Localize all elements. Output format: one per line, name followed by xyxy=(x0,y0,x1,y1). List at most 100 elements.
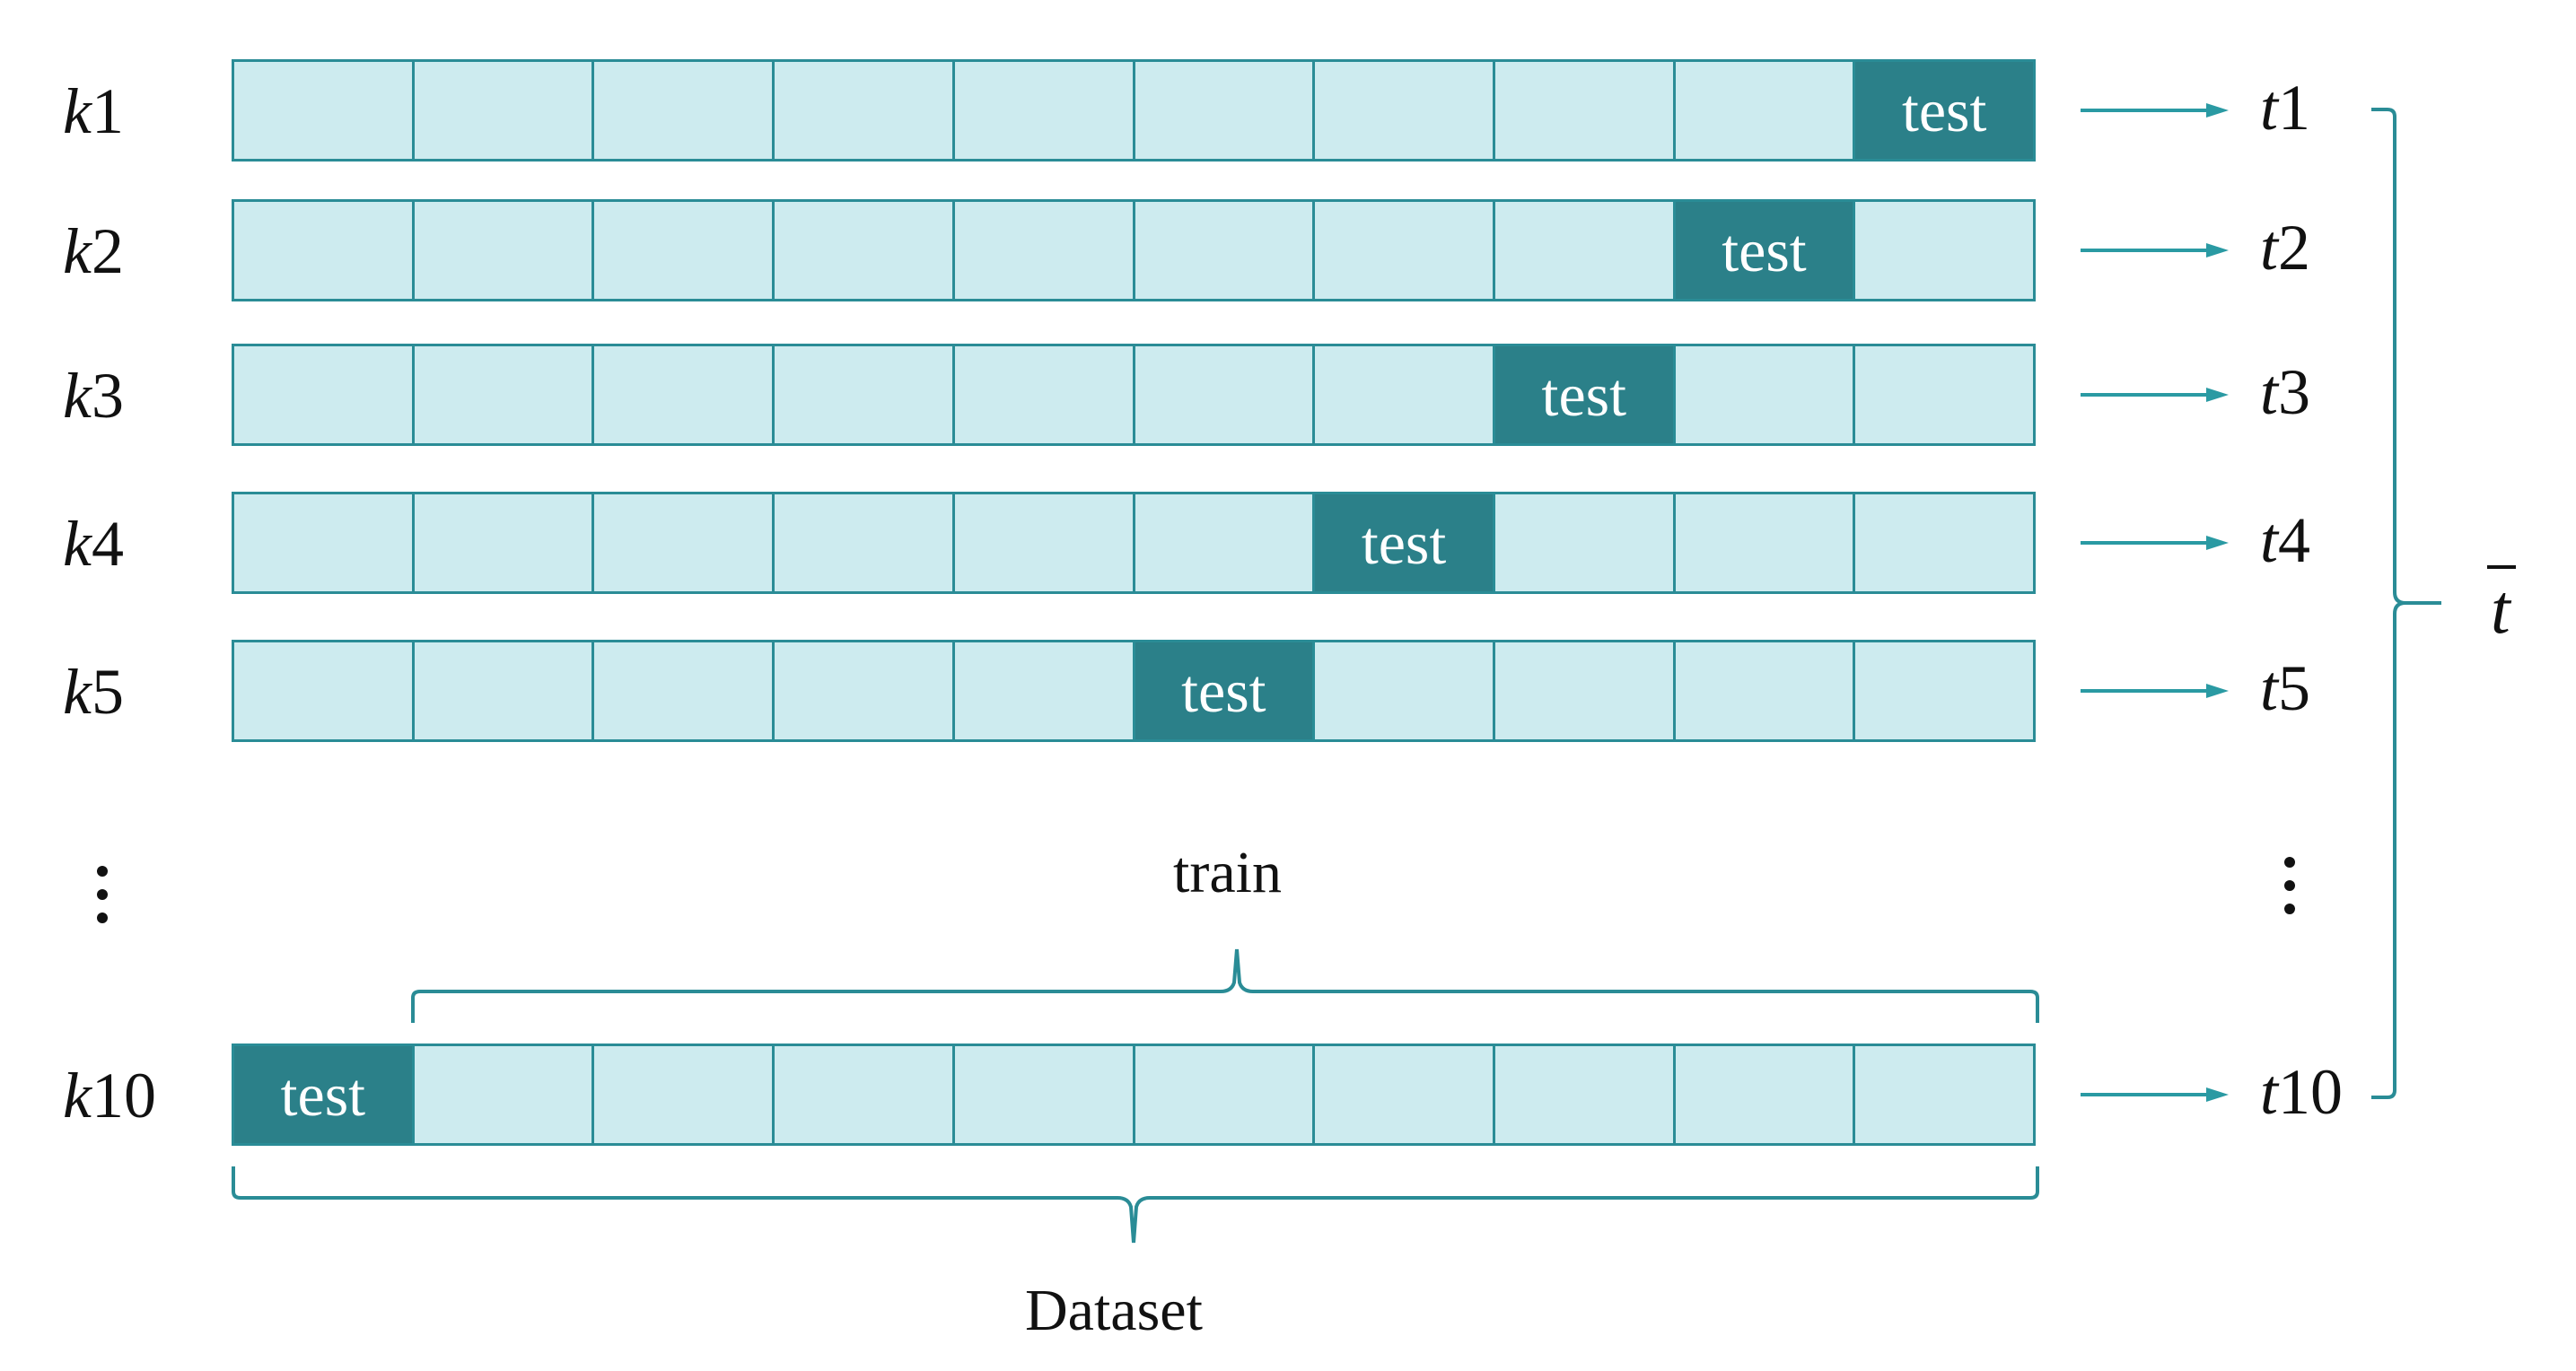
results-bracket xyxy=(2371,108,2441,1099)
arrow-icon xyxy=(2081,103,2229,118)
result-label-num: 1 xyxy=(2278,72,2311,144)
train-segment xyxy=(1855,642,2034,739)
average-t-bar: t xyxy=(2487,565,2516,648)
result-label: t4 xyxy=(2260,508,2310,572)
test-segment: test xyxy=(1675,202,1856,299)
train-segment xyxy=(775,642,955,739)
fold-row: test xyxy=(232,640,2036,742)
train-segment xyxy=(1315,202,1495,299)
train-segment xyxy=(1855,1046,2034,1143)
train-segment xyxy=(594,494,775,591)
fold-row: test xyxy=(232,492,2036,594)
train-brace xyxy=(411,948,2039,1023)
train-segment xyxy=(775,346,955,443)
train-segment xyxy=(954,62,1135,159)
train-segment xyxy=(1494,202,1676,299)
result-label: t10 xyxy=(2260,1060,2343,1124)
train-segment xyxy=(1494,642,1676,739)
train-segment xyxy=(1675,62,1856,159)
right-ellipsis xyxy=(2284,857,2302,927)
fold-label-var: k xyxy=(63,360,92,432)
train-segment xyxy=(234,62,415,159)
fold-label-var: k xyxy=(63,1060,92,1131)
train-segment xyxy=(1315,62,1495,159)
train-segment xyxy=(1494,62,1676,159)
train-segment xyxy=(414,494,595,591)
arrow-icon xyxy=(2081,1087,2229,1102)
train-segment xyxy=(1315,346,1495,443)
train-segment xyxy=(954,1046,1135,1143)
fold-row: test xyxy=(232,344,2036,446)
train-segment xyxy=(1675,642,1856,739)
train-segment xyxy=(234,642,415,739)
result-label: t2 xyxy=(2260,215,2310,280)
left-ellipsis xyxy=(97,866,115,936)
test-segment: test xyxy=(1494,346,1676,443)
train-segment xyxy=(594,1046,775,1143)
train-segment xyxy=(1135,1046,1316,1143)
train-segment xyxy=(1315,1046,1495,1143)
train-segment xyxy=(594,642,775,739)
train-segment xyxy=(1315,642,1495,739)
fold-label-num: 10 xyxy=(91,1060,156,1131)
fold-label: k2 xyxy=(63,219,124,284)
train-segment xyxy=(954,494,1135,591)
train-segment xyxy=(1494,494,1676,591)
train-segment xyxy=(414,346,595,443)
fold-label-num: 5 xyxy=(91,656,124,728)
train-segment xyxy=(234,202,415,299)
fold-label-var: k xyxy=(63,508,92,580)
train-segment xyxy=(1135,346,1316,443)
train-segment xyxy=(234,494,415,591)
result-label-var: t xyxy=(2260,1056,2279,1128)
train-segment xyxy=(1494,1046,1676,1143)
result-label: t3 xyxy=(2260,360,2310,424)
arrow-icon xyxy=(2081,684,2229,698)
train-segment xyxy=(594,202,775,299)
fold-label-num: 1 xyxy=(91,75,124,147)
train-segment xyxy=(1675,1046,1856,1143)
train-segment xyxy=(414,642,595,739)
fold-label: k3 xyxy=(63,363,124,428)
result-label-var: t xyxy=(2260,652,2279,724)
test-segment: test xyxy=(1855,62,2034,159)
fold-label-var: k xyxy=(63,75,92,147)
result-label-var: t xyxy=(2260,504,2279,576)
test-segment: test xyxy=(1315,494,1495,591)
result-label: t5 xyxy=(2260,656,2310,720)
arrow-icon xyxy=(2081,388,2229,402)
fold-label: k5 xyxy=(63,659,124,724)
test-segment: test xyxy=(234,1046,415,1143)
test-segment: test xyxy=(1135,642,1316,739)
arrow-icon xyxy=(2081,243,2229,258)
result-label-num: 2 xyxy=(2278,212,2311,284)
train-segment xyxy=(1135,202,1316,299)
fold-label: k1 xyxy=(63,79,124,144)
train-segment xyxy=(414,202,595,299)
train-segment xyxy=(954,346,1135,443)
result-label-num: 4 xyxy=(2278,504,2311,576)
train-segment xyxy=(954,202,1135,299)
train-segment xyxy=(775,1046,955,1143)
dataset-label: Dataset xyxy=(1025,1278,1203,1343)
result-label-num: 3 xyxy=(2278,356,2311,428)
train-segment xyxy=(594,62,775,159)
dataset-brace xyxy=(232,1166,2039,1244)
train-segment xyxy=(414,1046,595,1143)
fold-row: test xyxy=(232,1044,2036,1146)
result-label-var: t xyxy=(2260,72,2279,144)
train-segment xyxy=(1135,62,1316,159)
train-segment xyxy=(1855,202,2034,299)
train-segment xyxy=(775,202,955,299)
train-segment xyxy=(594,346,775,443)
fold-label-num: 3 xyxy=(91,360,124,432)
train-segment xyxy=(775,494,955,591)
fold-label-num: 4 xyxy=(91,508,124,580)
result-label-num: 10 xyxy=(2278,1056,2344,1128)
result-label-num: 5 xyxy=(2278,652,2311,724)
result-label-var: t xyxy=(2260,356,2279,428)
fold-label: k4 xyxy=(63,511,124,576)
fold-label-var: k xyxy=(63,215,92,287)
